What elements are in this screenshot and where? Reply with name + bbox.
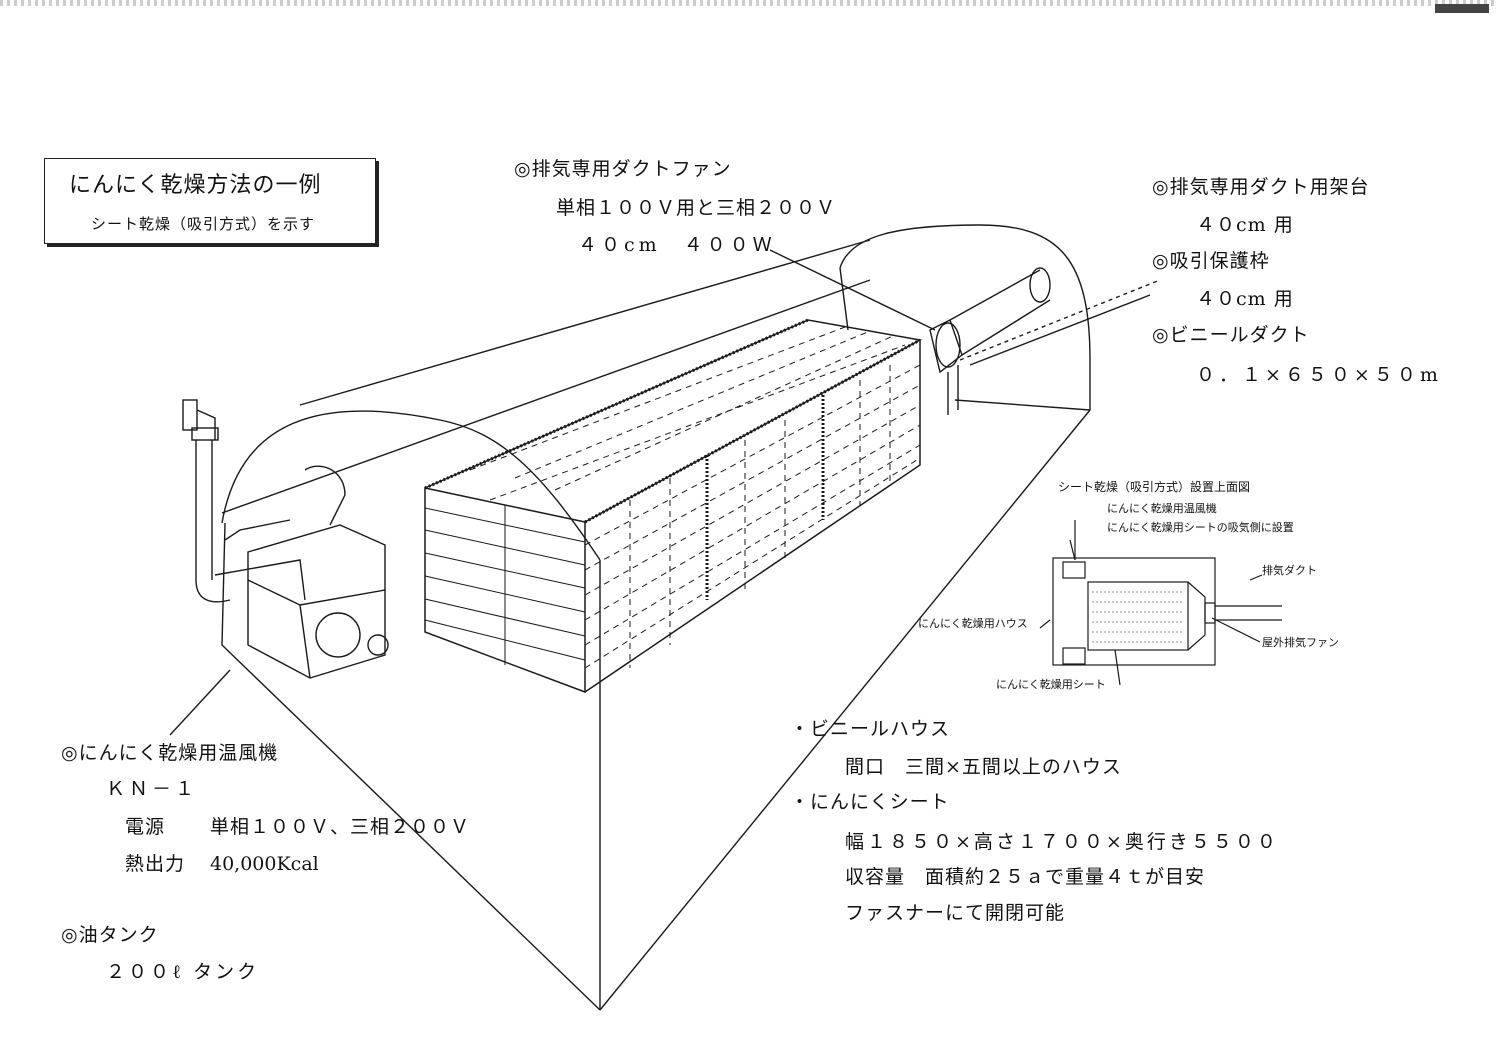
greenhouse-outline	[221, 224, 1091, 1011]
garlic-sheet-size: 幅１８５０×高さ１７００×奥行き５５００	[845, 831, 1279, 853]
heater-heading: ◎にんにく乾燥用温風機	[61, 742, 279, 764]
scan-code-mark	[1435, 4, 1489, 13]
heater-model: ＫＮ－１	[106, 778, 199, 800]
garlic-sheet-heading: ・にんにくシート	[790, 791, 950, 813]
suction-guard-size: ４０cm 用	[1196, 288, 1294, 310]
plan-view-title: シート乾燥（吸引方式）設置上面図	[1058, 480, 1251, 494]
suction-guard-label: ◎吸引保護枠	[1152, 250, 1270, 272]
heater-unit	[169, 399, 389, 736]
title-box: にんにく乾燥方法の一例 シート乾燥（吸引方式）を示す	[44, 158, 376, 244]
duct-fan-spec: ４０cm ４００Ｗ	[578, 234, 776, 256]
vinyl-duct-size: ０．１×６５０×５０m	[1196, 364, 1442, 386]
garlic-sheet-zipper: ファスナーにて開閉可能	[845, 902, 1066, 924]
plan-exhaust-duct-label: 排気ダクト	[1262, 564, 1317, 577]
duct-fan-voltage: 単相１００Ｖ用と三相２００Ｖ	[556, 197, 837, 219]
oil-tank-value: ２００ℓ タンク	[106, 961, 260, 983]
duct-fan-heading: ◎排気専用ダクトファン	[514, 158, 732, 180]
garlic-sheet-capacity: 収容量 面積約２５ａで重量４ｔが目安	[845, 866, 1206, 888]
vinyl-house-heading: ・ビニールハウス	[790, 718, 951, 740]
vinyl-house-value: 間口 三間×五間以上のハウス	[845, 756, 1122, 778]
heater-output-value: 40,000Kcal	[210, 853, 319, 875]
heater-output-label: 熱出力	[125, 853, 186, 875]
plan-heater-label: にんにく乾燥用温風機	[1107, 502, 1217, 515]
duct-stand-size: ４０cm 用	[1196, 214, 1294, 236]
duct-stand-label: ◎排気専用ダクト用架台	[1152, 176, 1370, 198]
vinyl-duct-label: ◎ビニールダクト	[1152, 324, 1310, 346]
heater-power-value: 単相１００Ｖ、三相２００Ｖ	[210, 816, 471, 838]
plan-sheet-label: にんにく乾燥用シート	[996, 678, 1106, 691]
plan-house-label: にんにく乾燥用ハウス	[918, 617, 1028, 630]
exhaust-fan	[769, 249, 1161, 415]
scan-noise	[0, 0, 1497, 6]
heater-power-label: 電源	[125, 816, 166, 838]
title: にんにく乾燥方法の一例	[69, 173, 322, 198]
oil-tank-heading: ◎油タンク	[61, 924, 159, 946]
plan-install-label: にんにく乾燥用シートの吸気側に設置	[1107, 521, 1294, 534]
plan-outdoor-fan-label: 屋外排気ファン	[1262, 636, 1339, 649]
drying-sheet-box	[424, 318, 923, 694]
subtitle: シート乾燥（吸引方式）を示す	[91, 215, 316, 233]
